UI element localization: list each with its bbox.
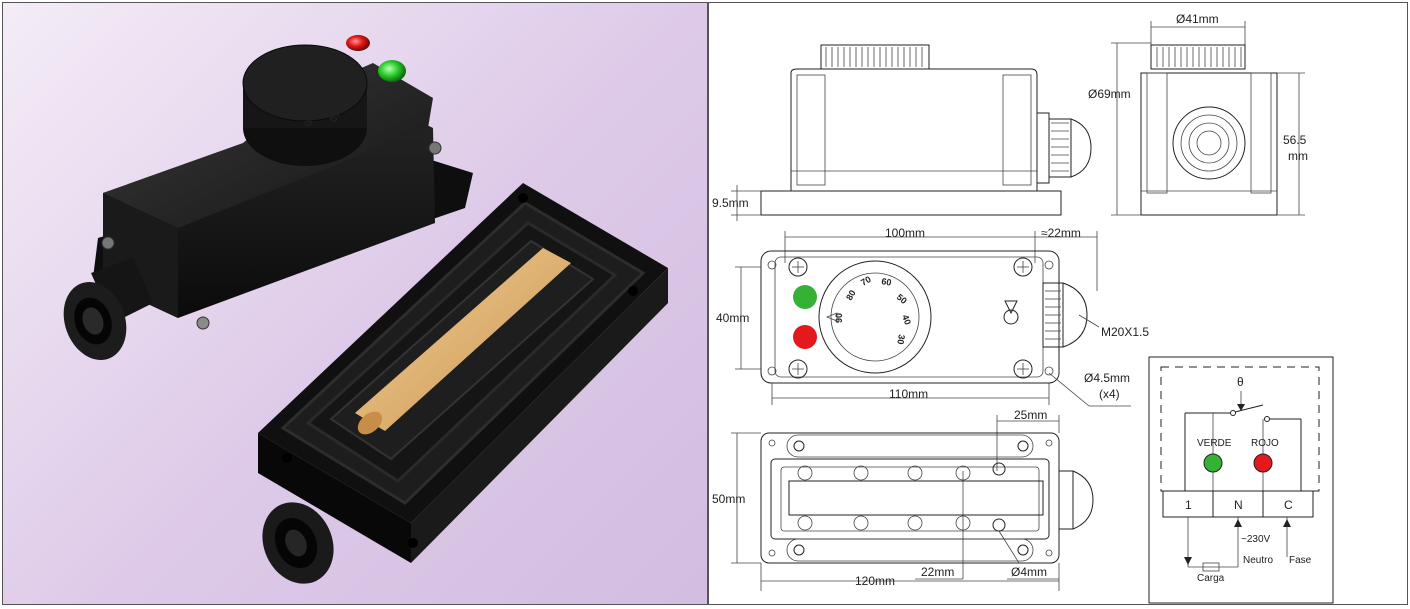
- top-dial-number: 30: [895, 334, 907, 346]
- temperature-symbol: θ: [1237, 375, 1244, 389]
- green-led-icon: [378, 60, 406, 82]
- gland-length-label: ≈22mm: [1041, 226, 1081, 240]
- closed-thermostat: 30 40 50 60 70 80 90: [63, 35, 473, 360]
- total-length-label: 120mm: [855, 574, 895, 588]
- terminal-c: C: [1284, 498, 1293, 512]
- product-photo: 30 40 50 60 70 80 90: [2, 2, 708, 605]
- hole-spacing-label: 110mm: [889, 387, 928, 401]
- top-dial-number: 90: [834, 313, 844, 323]
- wiring-schematic: θ VERDE ROJO 1: [1148, 356, 1334, 604]
- top-dial-number: 50: [895, 292, 909, 306]
- bottom-view: 25mm 50mm: [712, 408, 1094, 591]
- screw-hole-label: Ø4mm: [1011, 565, 1047, 579]
- cable-gland-icon: [63, 258, 153, 360]
- end-view: Ø41mm Ø69mm: [1088, 12, 1308, 216]
- top-view: 100mm ≈22mm 90 80 70 60: [716, 226, 1149, 407]
- voltage-label: ~230V: [1241, 534, 1271, 545]
- depth-label: 50mm: [712, 492, 745, 506]
- dial-number: 30: [262, 92, 279, 109]
- mount-hole-count-label: (x4): [1099, 387, 1120, 401]
- load-label: Carga: [1197, 573, 1225, 584]
- top-dial-number: 70: [859, 274, 873, 288]
- height-value-label: 56.5: [1283, 133, 1307, 147]
- green-lamp-icon: [1203, 453, 1223, 473]
- top-dial-number: 60: [881, 276, 893, 288]
- dial-number: 80: [335, 70, 352, 87]
- base-height-label: 9.5mm: [712, 196, 749, 210]
- red-led-icon: [346, 35, 370, 51]
- dial-number: 90: [322, 55, 336, 69]
- inner-length-label: 100mm: [885, 226, 925, 240]
- thermostat-photo-illustration: 30 40 50 60 70 80 90: [63, 35, 668, 584]
- thread-label: M20X1.5: [1101, 325, 1149, 339]
- red-lamp-label: ROJO: [1251, 438, 1279, 449]
- adjust-knob-icon: [1003, 300, 1019, 325]
- top-dial-number: 40: [900, 313, 913, 326]
- width-label: 40mm: [716, 311, 749, 325]
- mount-hole-label: Ø4.5mm: [1084, 371, 1130, 385]
- dimension-drawings: 9.5mm Ø41mm: [712, 12, 1334, 604]
- top-dial-number: 80: [844, 288, 858, 302]
- phase-label: Fase: [1289, 555, 1312, 566]
- green-lamp-label: VERDE: [1197, 438, 1232, 449]
- red-indicator-icon: [793, 325, 817, 349]
- offset-label: 25mm: [1014, 408, 1047, 422]
- side-view: 9.5mm: [712, 44, 1092, 221]
- green-indicator-icon: [793, 285, 817, 309]
- slot-spacing-label: 22mm: [921, 565, 954, 579]
- open-thermostat-base: [258, 183, 668, 584]
- dial-number: 50: [300, 113, 314, 127]
- neutral-label: Neutro: [1243, 555, 1273, 566]
- knob-diameter-label: Ø41mm: [1176, 12, 1219, 26]
- terminal-1: 1: [1185, 498, 1192, 512]
- technical-drawing: 9.5mm Ø41mm: [708, 2, 1408, 605]
- terminal-n: N: [1234, 498, 1243, 512]
- body-diameter-label: Ø69mm: [1088, 87, 1131, 101]
- red-lamp-icon: [1253, 453, 1273, 473]
- height-unit-label: mm: [1288, 149, 1308, 163]
- dial-number: 60: [326, 108, 341, 124]
